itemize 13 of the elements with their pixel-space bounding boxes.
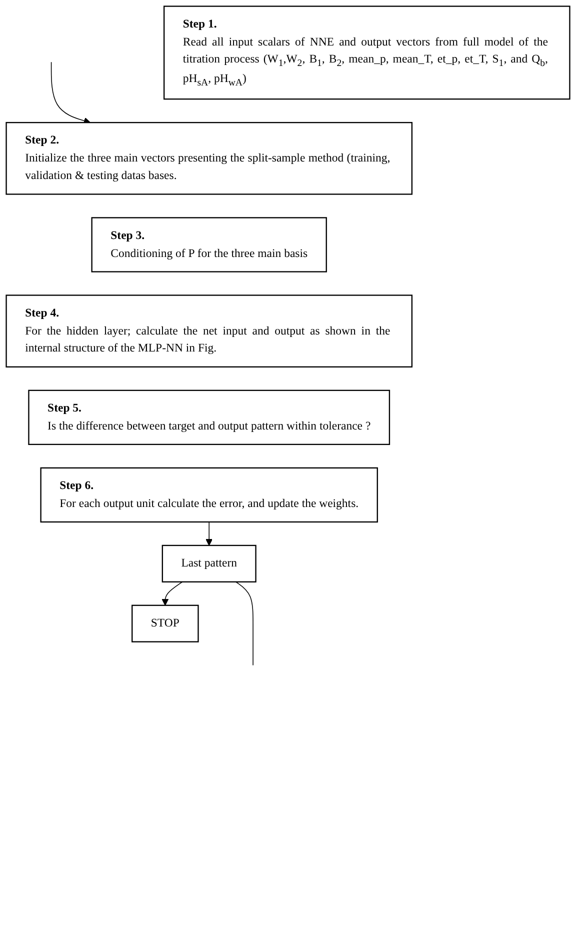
node-box bbox=[163, 6, 570, 100]
node-box bbox=[28, 390, 390, 446]
node-box bbox=[40, 467, 378, 523]
node-box bbox=[91, 217, 327, 272]
node-box bbox=[6, 294, 413, 368]
flowchart-diagram: Step 1. Read all input scalars of NNE and output vectors from full model of the titration process (W$_{1}$,W$_{2}$, B$_{1}$, B$_{2}$, mean_p, mean_T, et_p, et_T, S$_{1}$, and Q$_{b}$, pH$_{sA}$, pH$_{wA}$) Step 2. Initialize the three main vectors presenting the split-sample method (training, validation & testing datas bases. Step 3. Conditioning of P for the three main basis Step 4. For the hidden layer; calculate the net input and output as shown in the internal structure of the MLP-NN in Fig. Step 5. Is the difference between target and output pattern within tolerance ? Step 6. For each output unit calculate the error, and update the weights. Last pattern STOP bbox=[0, 0, 576, 690]
connector bbox=[235, 581, 254, 666]
node-box bbox=[132, 604, 199, 642]
arrow bbox=[50, 62, 91, 124]
node-box bbox=[6, 122, 413, 195]
arrow bbox=[162, 581, 183, 606]
arrow bbox=[206, 522, 213, 546]
node-box bbox=[162, 544, 256, 582]
